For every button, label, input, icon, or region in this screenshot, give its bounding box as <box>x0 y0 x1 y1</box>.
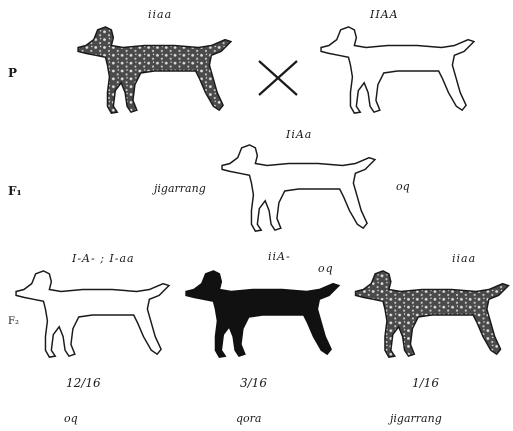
f2-phenotype-1: oq <box>64 412 78 425</box>
dog-spotted-f2 <box>352 266 512 364</box>
f2-genotype-2: iiA- <box>268 250 291 263</box>
f2-phenotype-3: jigarrang <box>390 412 442 425</box>
dog-spotted-parent <box>72 22 237 120</box>
cross-symbol-icon <box>256 58 300 98</box>
f2-phenotype-2: qora <box>236 412 261 425</box>
f2-genotype-3: iiaa <box>452 252 476 265</box>
dog-white-f1 <box>216 140 381 238</box>
generation-label-p: P <box>8 66 17 80</box>
f1-phenotype-left: jigarrang <box>154 182 206 195</box>
f2-ratio-3: 1/16 <box>412 376 439 390</box>
f2-ratio-2: 3/16 <box>240 376 267 390</box>
f2-ratio-1: 12/16 <box>66 376 101 390</box>
f2-genotype-1: I-A- ; I-aa <box>72 252 135 265</box>
parent-left-genotype: iiaa <box>148 8 172 21</box>
parent-right-genotype: IIAA <box>370 8 399 21</box>
dog-white-f2 <box>10 266 175 364</box>
dog-white-parent <box>315 22 480 120</box>
f1-phenotype-right: oq <box>396 180 410 193</box>
generation-label-f1: F₁ <box>8 184 22 198</box>
dog-black-f2 <box>180 266 345 364</box>
